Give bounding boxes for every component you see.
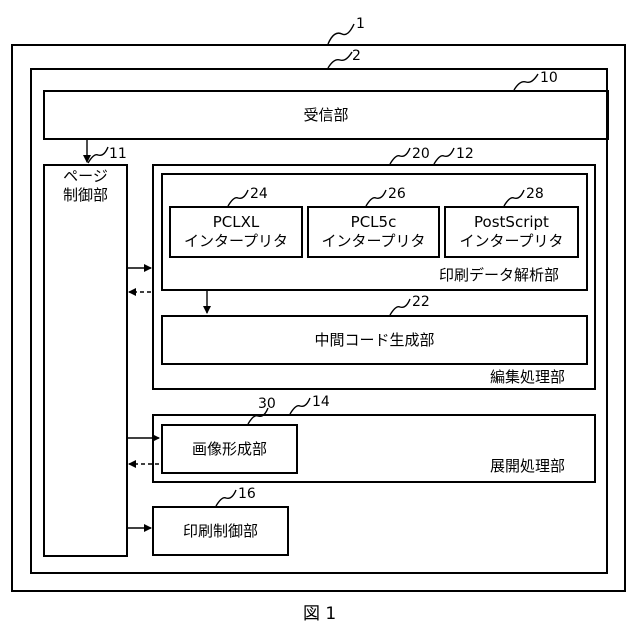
leader-12	[434, 148, 454, 164]
leader-16	[216, 490, 236, 506]
ref-numeral-22: 22	[412, 294, 430, 310]
ref-numeral-12: 12	[456, 146, 474, 162]
ref-numeral-2: 2	[352, 48, 361, 64]
ref-numeral-24: 24	[250, 186, 268, 202]
leader-22	[390, 299, 410, 315]
leader-2	[328, 52, 352, 68]
ref-numeral-11: 11	[109, 146, 127, 162]
ref-numeral-20: 20	[412, 146, 430, 162]
leader-20	[390, 148, 410, 164]
ref-numeral-14: 14	[312, 394, 330, 410]
leader-10	[514, 74, 538, 90]
leader-14	[290, 398, 310, 414]
ref-numeral-28: 28	[526, 186, 544, 202]
leader-1	[328, 24, 354, 44]
leader-26	[366, 190, 386, 206]
ref-numeral-10: 10	[540, 70, 558, 86]
ref-numeral-30: 30	[258, 396, 276, 412]
leader-11	[88, 147, 108, 163]
ref-numeral-1: 1	[356, 16, 365, 32]
figure-caption: 図 1	[303, 606, 336, 623]
ref-numeral-16: 16	[238, 486, 256, 502]
leader-28	[504, 190, 524, 206]
ref-numeral-26: 26	[388, 186, 406, 202]
leader-24	[228, 190, 248, 206]
